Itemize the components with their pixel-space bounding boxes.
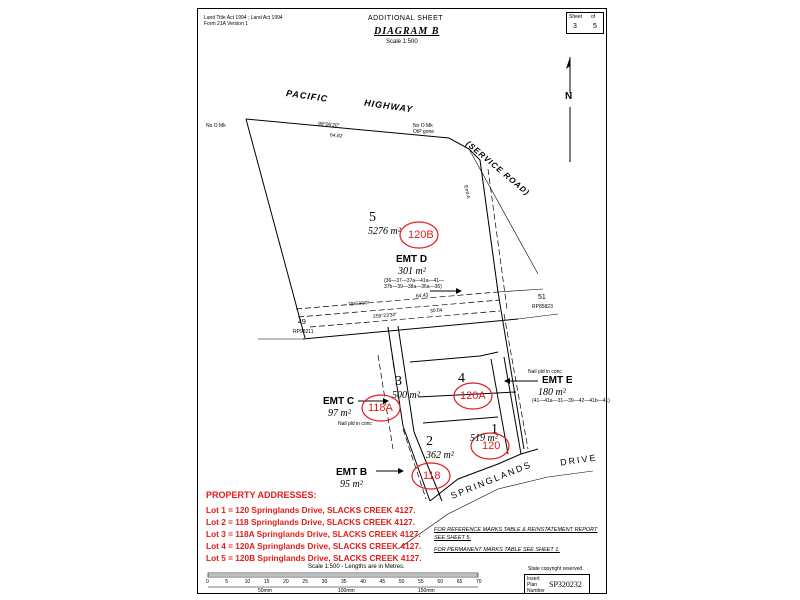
lot-2-number: 2 xyxy=(426,434,433,449)
easement-b-label: EMT B xyxy=(336,467,368,478)
lot-5-address-tag: 120B xyxy=(408,229,434,241)
plan-number-box: Insert Plan Number SP320232 xyxy=(524,574,590,594)
neighbour-plan-49: RP98211 xyxy=(293,329,314,335)
sheet-number: 3 xyxy=(573,23,577,30)
reference-marks-note-sheet: SEE SHEET 5. xyxy=(434,535,471,541)
lot-1-area: 519 m² xyxy=(470,433,498,444)
scale-tick-label: 60 xyxy=(437,579,443,585)
insert-label: Insert xyxy=(527,576,540,582)
scale-tick-label: 50 xyxy=(398,579,405,585)
scale-tick-label: 20 xyxy=(283,579,289,585)
sheet-total: 5 xyxy=(593,23,597,30)
mark-note: No O Mk xyxy=(413,123,433,129)
scale-tick-label: 10 xyxy=(244,579,251,585)
scale-tick-label: 35 xyxy=(341,579,347,585)
sheet-label: Sheet xyxy=(569,14,583,20)
distance-label: 64.43 xyxy=(415,292,429,300)
sheet-number-box: Sheet of 3 5 xyxy=(566,12,604,34)
easement-b-area: 95 m² xyxy=(340,479,363,490)
scale-tick-labels: 0 5 10 15 20 25 30 35 40 45 50 55 60 65 70 xyxy=(198,579,498,587)
scale-tick-label: 70 xyxy=(476,579,482,585)
diagram-scale: Scale 1:500 xyxy=(386,39,418,45)
address-line-lot-2: Lot 2 = 118 Springlands Drive, SLACKS CR… xyxy=(206,517,416,527)
addresses-title: PROPERTY ADDRESSES: xyxy=(206,490,317,500)
easement-d-points: 37b—39—38a—36a—36) xyxy=(384,284,442,290)
address-line-lot-3: Lot 3 = 118A Springlands Drive, SLACKS C… xyxy=(206,529,421,539)
plan-label: Plan xyxy=(527,582,538,588)
lot-1-number: 1 xyxy=(491,422,498,437)
lot-1-address-tag: 120 xyxy=(482,440,501,452)
scale-tick-label: 15 xyxy=(263,579,270,585)
scale-mm-100: 100mm xyxy=(338,588,355,594)
scale-tick-label: 55 xyxy=(418,579,424,585)
easement-c-area: 97 m² xyxy=(328,408,351,419)
lot-2-address-tag: 118 xyxy=(423,470,441,482)
scale-caption: Scale 1:500 - Lengths are in Metres. xyxy=(308,564,405,570)
north-label: N xyxy=(565,91,573,102)
of-label: of xyxy=(591,14,596,20)
lot-3-address-tag: 118A xyxy=(368,402,393,414)
reference-marks-note: FOR REFERENCE MARKS TABLE & REINSTATEMEN… xyxy=(434,527,598,533)
easement-e-area: 180 m² xyxy=(538,387,566,398)
address-line-lot-1: Lot 1 = 120 Springlands Drive, SLACKS CR… xyxy=(206,505,416,515)
scale-tick-label: 5 xyxy=(225,579,229,585)
nail-note: Nail pld in conc xyxy=(528,369,562,375)
neighbour-lot-49: 49 xyxy=(298,319,306,326)
scale-mm-150: 150mm xyxy=(418,588,435,594)
number-label: Number xyxy=(527,588,545,594)
lot-2-area: 362 m² xyxy=(426,450,454,461)
scale-tick-label: 40 xyxy=(360,579,366,585)
distance-label: 64.82 xyxy=(329,132,343,140)
diagram-title: DIAGRAM B xyxy=(374,26,440,37)
lot-5-number: 5 xyxy=(369,210,376,225)
permanent-marks-note: FOR PERMANENT MARKS TABLE SEE SHEET 1. xyxy=(434,547,560,553)
neighbour-lot-51: 51 xyxy=(538,294,546,301)
easement-e-label: EMT E xyxy=(542,375,573,386)
plan-number: SP320232 xyxy=(549,580,582,589)
lot-5-area: 5276 m² xyxy=(368,226,401,237)
easement-e-points: (41—41a—31—39—42—41b—41) xyxy=(532,398,610,404)
nail-note: Nail pld in conc xyxy=(338,421,372,427)
mark-note: No O Mk xyxy=(206,123,226,129)
scale-tick-label: 30 xyxy=(321,579,328,585)
easement-d-area: 301 m² xyxy=(398,266,426,277)
form-version-text: Form 21A Version 1 xyxy=(204,21,248,27)
scale-tick-label: 25 xyxy=(302,579,308,585)
boundary-linework xyxy=(207,118,594,588)
sheet-title: ADDITIONAL SHEET xyxy=(368,15,444,22)
scale-tick-label: 0 xyxy=(206,579,209,585)
scale-mm-50: 50mm xyxy=(258,588,272,594)
lot-3-number: 3 xyxy=(395,374,402,389)
scale-tick-label: 45 xyxy=(379,579,386,585)
easement-d-points: (36—37—37a—41a—41— xyxy=(384,278,445,284)
easement-c-label: EMT C xyxy=(323,396,355,407)
address-line-lot-5: Lot 5 = 120B Springlands Drive, SLACKS C… xyxy=(206,553,422,563)
lot-4-address-tag: 120A xyxy=(460,390,486,402)
easement-d-label: EMT D xyxy=(396,254,428,265)
lot-4-number: 4 xyxy=(458,371,465,386)
copyright-note: State copyright reserved. xyxy=(528,566,584,572)
legislation-text: Land Title Act 1994 ; Land Act 1994 xyxy=(204,15,283,21)
scale-tick-label: 65 xyxy=(456,579,463,585)
mark-note: OIP gone xyxy=(413,129,435,135)
north-arrow-icon xyxy=(565,57,575,162)
address-line-lot-4: Lot 4 = 120A Springlands Drive, SLACKS C… xyxy=(206,541,422,551)
survey-sheet: Land Title Act 1994 ; Land Act 1994 Form… xyxy=(197,8,610,594)
distance-label: 30.04 xyxy=(429,307,443,315)
lot-3-area: 500 m² xyxy=(392,390,420,401)
neighbour-plan-51: RP85823 xyxy=(532,304,553,310)
